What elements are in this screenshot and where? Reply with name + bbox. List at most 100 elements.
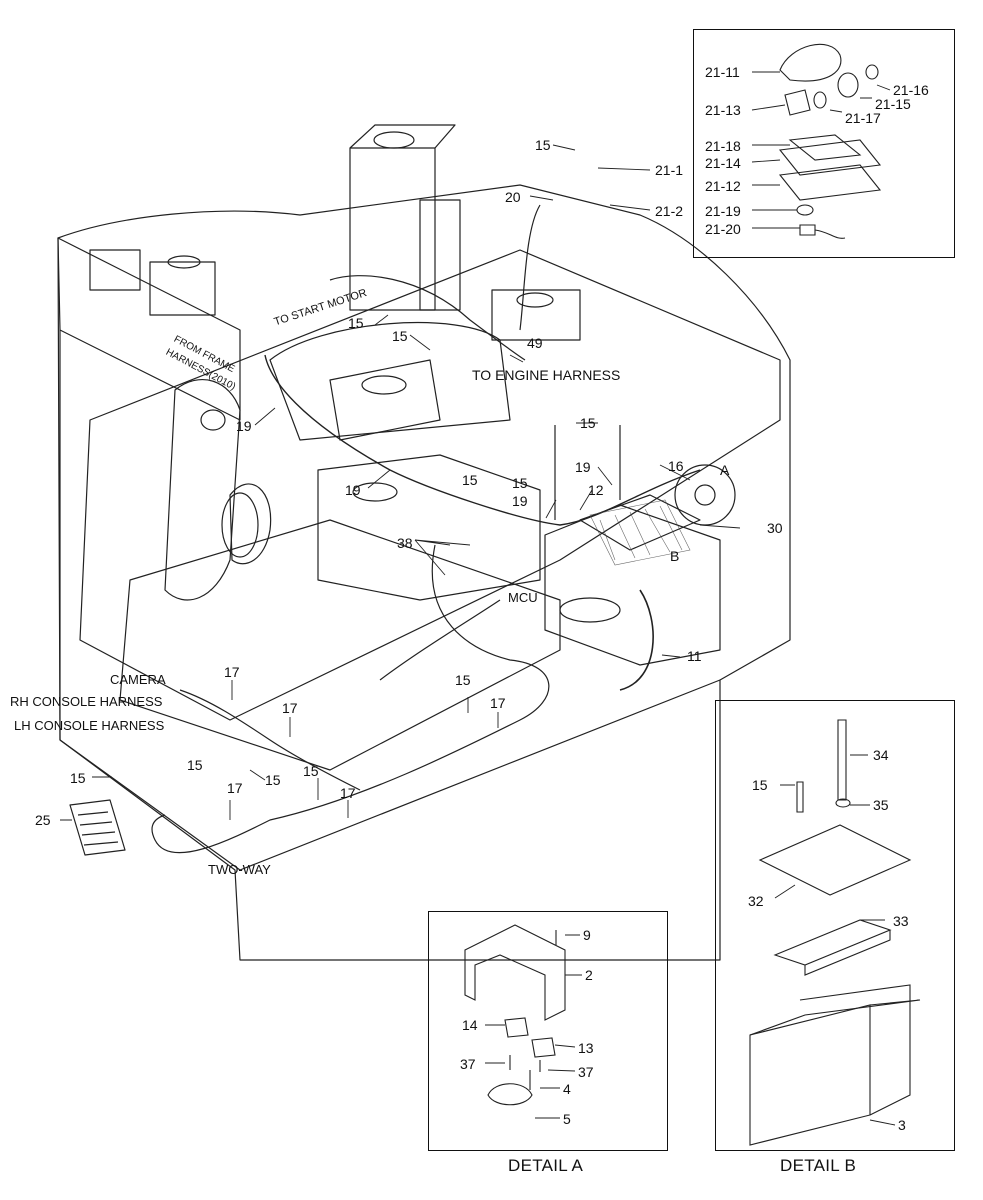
upper-frame-outline (57, 184, 791, 961)
callout-21-18: 21-18 (705, 138, 741, 154)
note-lh-console: LH CONSOLE HARNESS (14, 718, 165, 733)
washer-35 (835, 798, 851, 808)
callout-32: 32 (748, 893, 764, 909)
pivot-hole-upper (200, 409, 226, 431)
note-two-way: TWO-WAY (208, 862, 271, 877)
callout-20: 20 (505, 189, 521, 205)
callout-21-1: 21-1 (655, 162, 684, 178)
callout-21-20: 21-20 (705, 221, 741, 237)
callout-15-b2: 15 (752, 777, 768, 793)
detail-b-frame (715, 700, 955, 1151)
callout-17-a: 17 (224, 664, 240, 680)
work-lamp-body (69, 799, 126, 856)
callout-34: 34 (873, 747, 889, 763)
connector-21-20 (799, 224, 846, 239)
callout-15-g: 15 (265, 772, 281, 788)
detail-b-leaders (774, 754, 896, 1126)
callout-17-e: 17 (227, 780, 243, 796)
screws-37 (509, 1055, 541, 1072)
note-mcu: MCU (508, 590, 538, 605)
callout-13: 13 (578, 1040, 594, 1056)
rear-block-small (89, 249, 141, 291)
callout-2: 2 (585, 967, 593, 983)
battery-tray (544, 504, 721, 666)
inset-leaders (751, 71, 891, 229)
callout-21-2: 21-2 (655, 203, 684, 219)
callout-19-b: 19 (575, 459, 591, 475)
callout-17-c: 17 (490, 695, 506, 711)
pivot-hole (221, 492, 259, 558)
lamp-cover-21-11 (779, 43, 842, 82)
part-5 (487, 1083, 533, 1106)
oring-21-17 (813, 91, 827, 109)
callout-5: 5 (563, 1111, 571, 1127)
callout-15-f: 15 (455, 672, 471, 688)
battery-top (749, 999, 921, 1036)
frame-top-plate (57, 237, 241, 421)
callout-9: 9 (583, 927, 591, 943)
left-tank (317, 454, 541, 601)
branch-harness (379, 599, 501, 681)
callout-12: 12 (588, 482, 604, 498)
callout-17-b: 17 (282, 700, 298, 716)
relay-13 (531, 1037, 556, 1058)
lamp-21-13 (784, 89, 811, 116)
bracket-2 (464, 924, 566, 1021)
base-21-12 (778, 164, 882, 201)
callout-19-c: 19 (345, 482, 361, 498)
callout-15-b: 15 (392, 328, 408, 344)
battery-tray-hole (559, 597, 621, 623)
callout-33: 33 (893, 913, 909, 929)
rear-block-right-bore (516, 292, 554, 308)
rod-34 (837, 719, 847, 801)
callout-15-j: 15 (70, 770, 86, 786)
callout-17-d: 17 (340, 785, 356, 801)
side-pocket (229, 483, 272, 565)
callout-21-17: 21-17 (845, 110, 881, 126)
callout-21-16: 21-16 (893, 82, 929, 98)
callout-21-14: 21-14 (705, 155, 741, 171)
frame-deck (79, 249, 781, 721)
rear-block-left-bore (167, 255, 201, 269)
frame-side-rail (119, 519, 561, 771)
callout-19-a: 19 (236, 418, 252, 434)
detail-b-caption: DETAIL B (780, 1156, 857, 1175)
callout-21-11: 21-11 (705, 64, 740, 80)
callout-3: 3 (898, 1117, 906, 1133)
upper-harness (329, 275, 526, 361)
boom-tower-left-top (349, 124, 456, 149)
base-21-14 (778, 139, 882, 176)
rear-block-left (149, 261, 216, 316)
leader-lines-main (60, 144, 741, 821)
detail-a-part (694, 484, 716, 506)
callout-15-c: 15 (580, 415, 596, 431)
callout-21-13: 21-13 (705, 102, 741, 118)
tower-bore-1 (373, 131, 415, 149)
callout-14: 14 (462, 1017, 478, 1033)
callout-21-19: 21-19 (705, 203, 741, 219)
lower-loop (151, 544, 550, 854)
relay-14 (504, 1017, 529, 1038)
swing-block (329, 359, 441, 441)
callout-15-e: 15 (512, 475, 528, 491)
harness-to-battery (554, 425, 621, 520)
detail-a-leaders (485, 934, 582, 1119)
callout-15-i: 15 (187, 757, 203, 773)
gasket-21-18 (788, 134, 862, 161)
swing-bore (361, 375, 407, 395)
callout-19-d: 19 (512, 493, 528, 509)
callout-35: 35 (873, 797, 889, 813)
callout-49: 49 (527, 335, 543, 351)
callout-37-a: 37 (460, 1056, 476, 1072)
battery-back (799, 984, 911, 1116)
inset-lamp-frame (693, 29, 955, 258)
callout-15-top: 15 (535, 137, 551, 153)
callout-15-a: 15 (348, 315, 364, 331)
callout-37-b: 37 (578, 1064, 594, 1080)
ring-21-15 (837, 72, 859, 98)
callout-30: 30 (767, 520, 783, 536)
plate-32 (758, 824, 912, 896)
rear-block-right (491, 289, 581, 341)
cable-to-battery (619, 589, 654, 691)
